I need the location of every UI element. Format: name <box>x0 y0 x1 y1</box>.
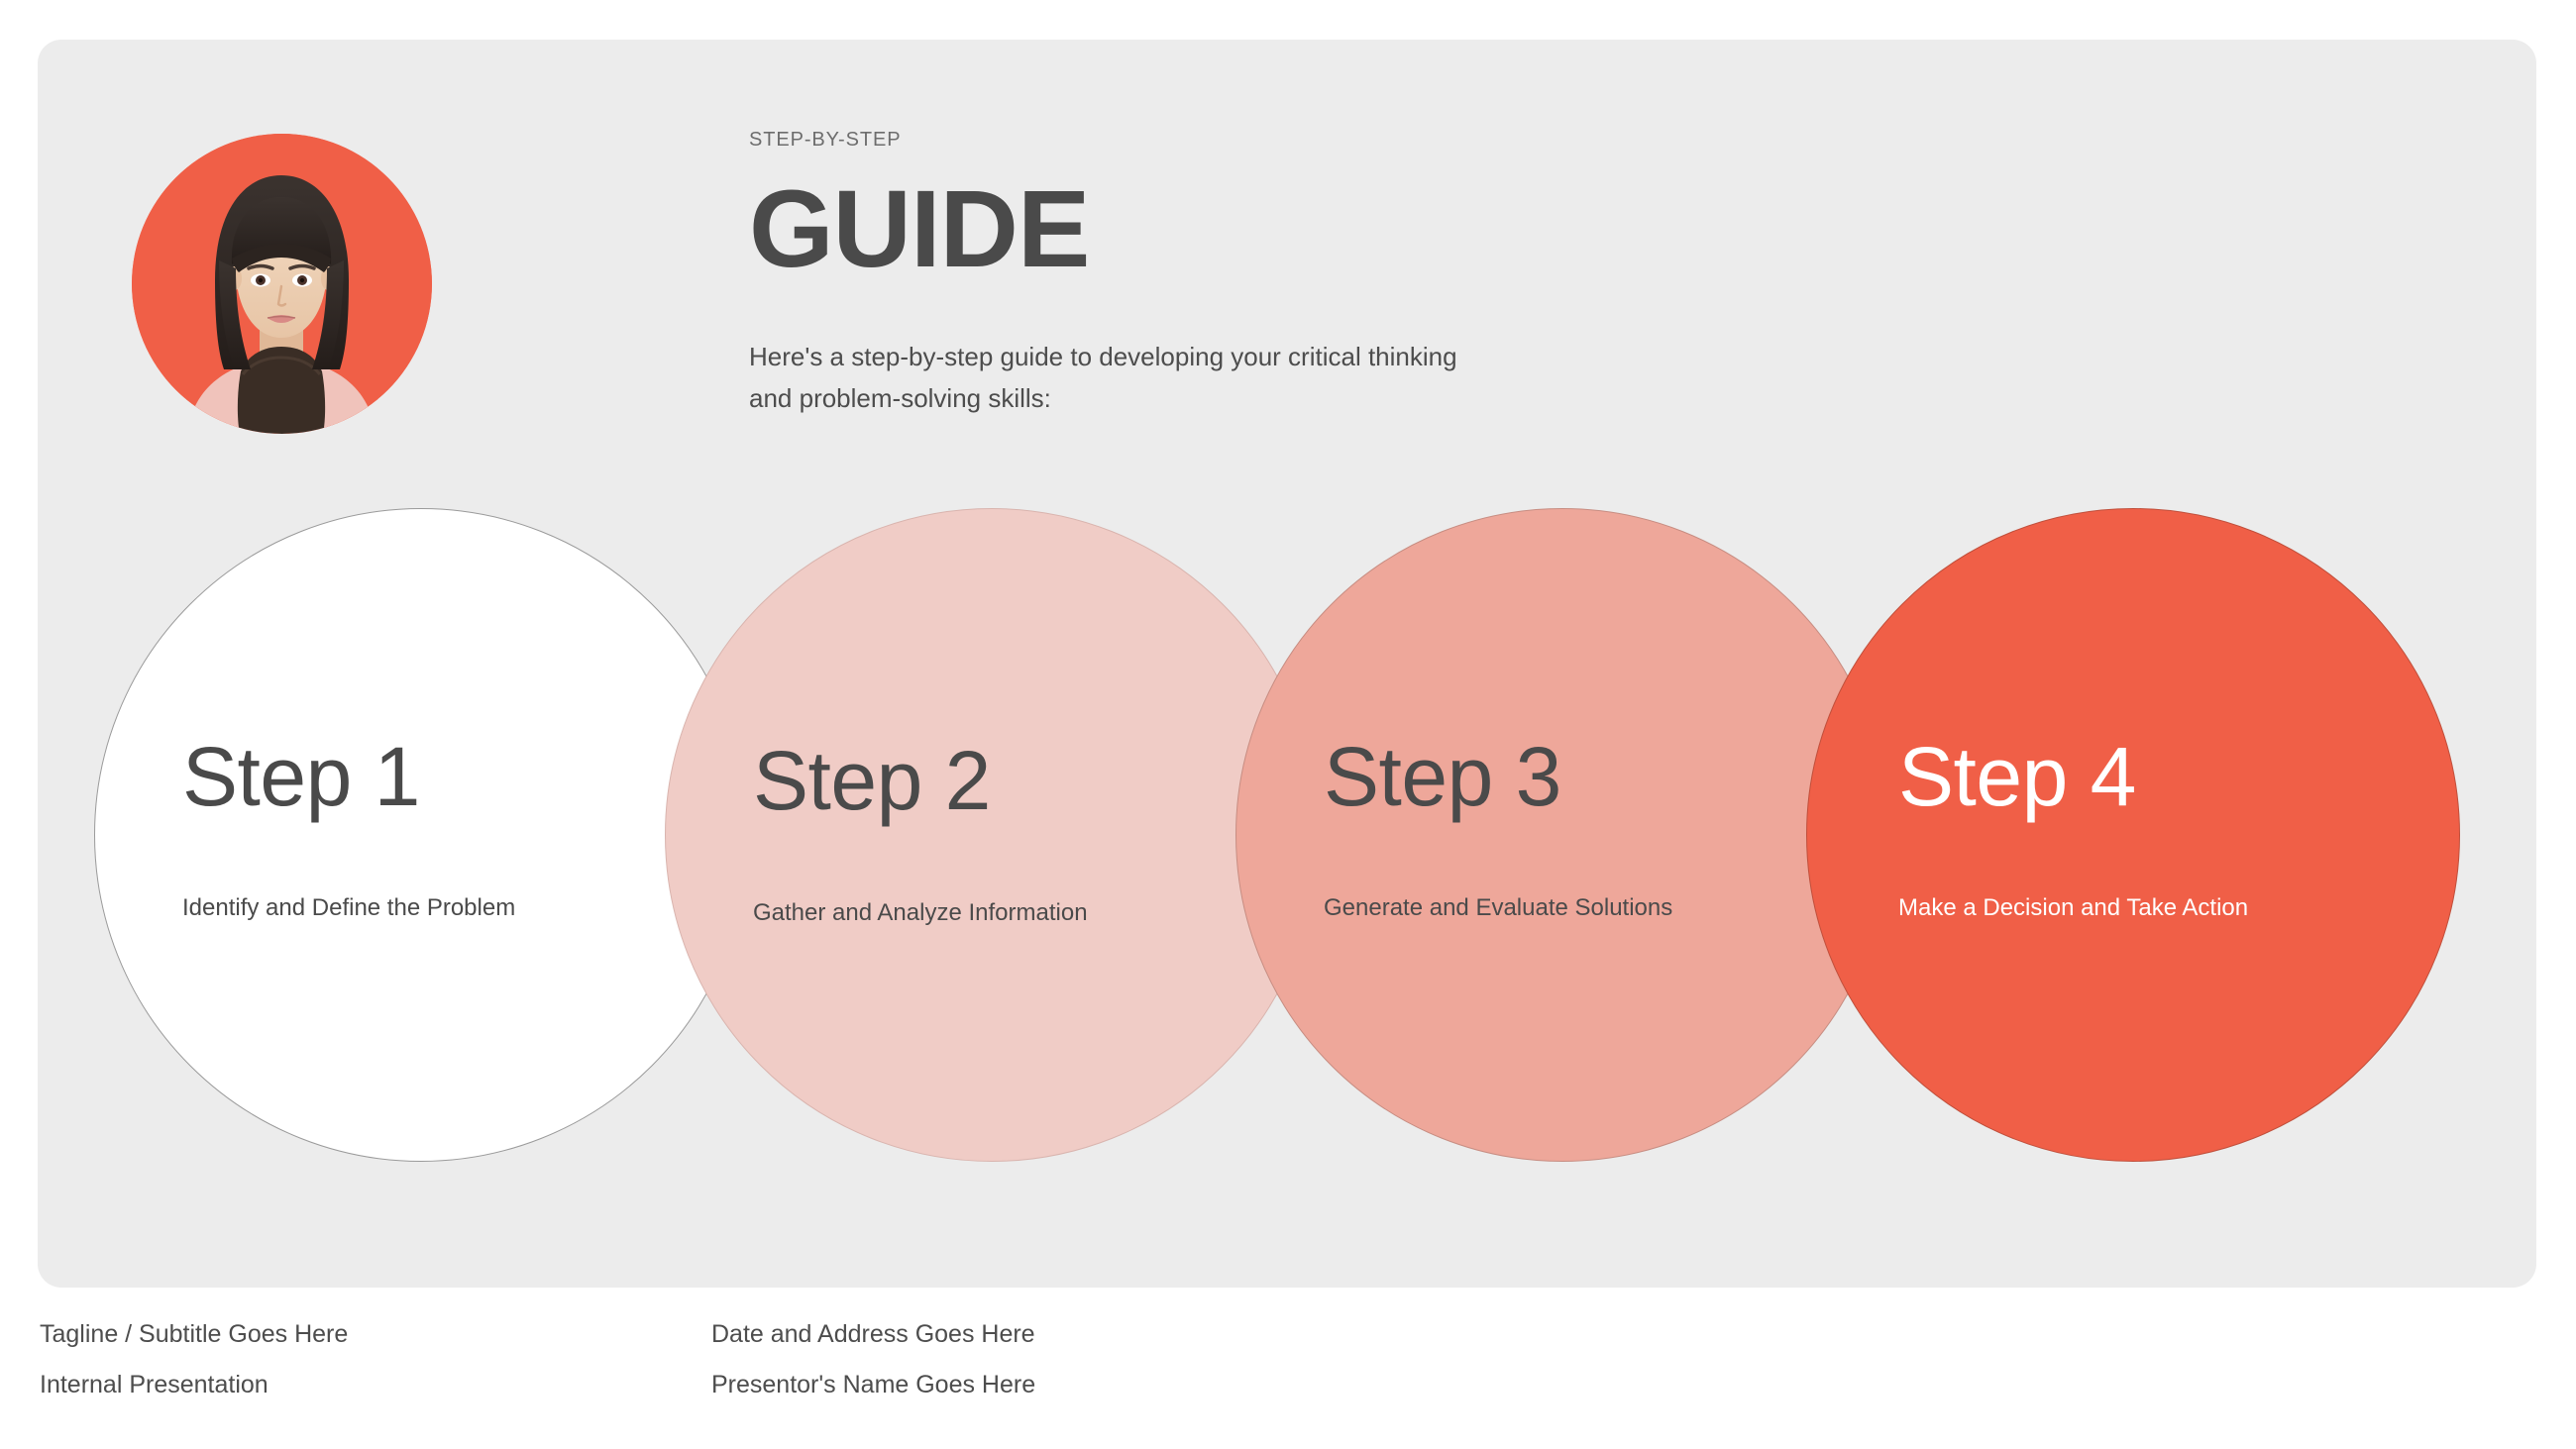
steps-diagram: Step 1 Identify and Define the Problem S… <box>38 40 2536 1288</box>
slide-footer: Tagline / Subtitle Goes Here Internal Pr… <box>0 1322 2576 1449</box>
step-circle-2[interactable]: Step 2 Gather and Analyze Information <box>665 508 1319 1162</box>
step-circle-4[interactable]: Step 4 Make a Decision and Take Action <box>1806 508 2460 1162</box>
footer-tagline: Tagline / Subtitle Goes Here <box>40 1320 349 1348</box>
footer-presenter-name: Presentor's Name Goes Here <box>711 1371 1036 1398</box>
step-3-number: Step 3 <box>1324 730 1561 823</box>
step-3-description: Generate and Evaluate Solutions <box>1324 894 1673 921</box>
step-2-number: Step 2 <box>753 734 991 827</box>
step-circle-3[interactable]: Step 3 Generate and Evaluate Solutions <box>1235 508 1889 1162</box>
footer-presentation-type: Internal Presentation <box>40 1371 268 1398</box>
footer-left-column: Tagline / Subtitle Goes Here Internal Pr… <box>40 1322 348 1397</box>
avatar <box>132 134 432 434</box>
step-4-description: Make a Decision and Take Action <box>1898 894 2249 921</box>
eyebrow-label: STEP-BY-STEP <box>749 129 902 151</box>
content-panel: STEP-BY-STEP GUIDE Here's a step-by-step… <box>38 40 2536 1288</box>
step-1-number: Step 1 <box>182 730 420 823</box>
step-1-description: Identify and Define the Problem <box>182 894 516 921</box>
intro-description: Here's a step-by-step guide to developin… <box>749 342 1457 414</box>
step-circle-1[interactable]: Step 1 Identify and Define the Problem <box>94 508 748 1162</box>
footer-date-address: Date and Address Goes Here <box>711 1320 1035 1348</box>
step-4-number: Step 4 <box>1898 730 2136 823</box>
portrait-photo <box>132 134 432 434</box>
header-block: STEP-BY-STEP GUIDE Here's a step-by-step… <box>749 129 1740 419</box>
footer-right-column: Date and Address Goes Here Presentor's N… <box>711 1322 1035 1397</box>
page-title: GUIDE <box>749 168 1090 290</box>
step-2-description: Gather and Analyze Information <box>753 899 1088 926</box>
